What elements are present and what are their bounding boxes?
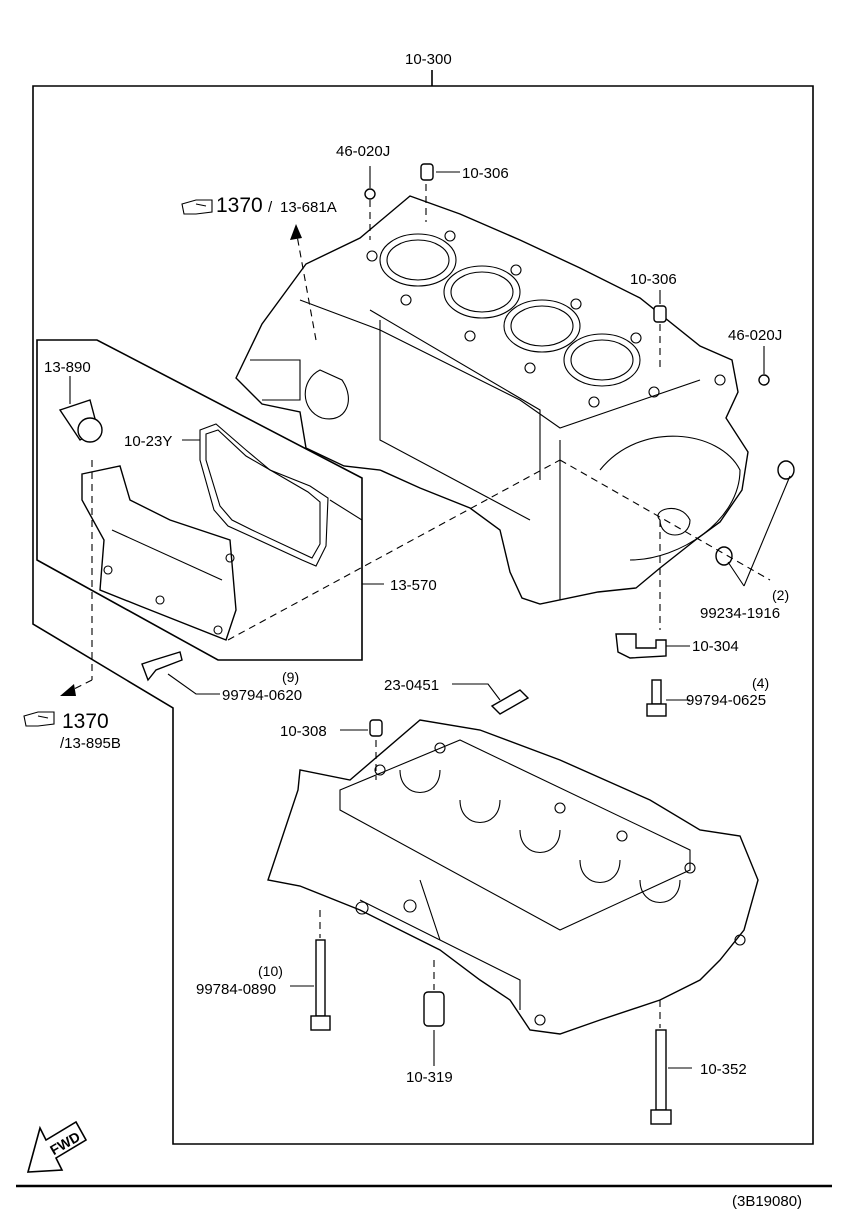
- pcv-hose-part: [58, 399, 103, 443]
- label-stud-bolt: 10-352: [700, 1061, 747, 1078]
- fwd-arrow-icon: [26, 1120, 88, 1173]
- label-ref-sub-b: /13-895B: [60, 735, 121, 752]
- label-pcv-hose: 13-890: [44, 359, 91, 376]
- label-cover-bolt: 99794-0620: [222, 687, 302, 704]
- gasket-10-23Y-part: [199, 423, 329, 567]
- label-plug-lower: 10-319: [406, 1069, 453, 1086]
- label-jet-valve: 10-304: [692, 638, 739, 655]
- label-bushing-qty: (2): [772, 587, 789, 603]
- label-ref-page-b: 1370: [62, 710, 109, 733]
- label-cover-assembly: 13-570: [390, 577, 437, 594]
- upper-cylinder-block: [235, 195, 749, 605]
- label-main-bolt-qty: (10): [258, 963, 283, 979]
- assembly-frame: [32, 70, 814, 1145]
- label-assembly: 10-300: [405, 51, 452, 68]
- pointing-hand-icon: [23, 711, 55, 727]
- leader-lines: [60, 166, 791, 1069]
- pointing-hand-icon: [181, 199, 213, 215]
- label-upper-dowel-b: 10-306: [630, 271, 677, 288]
- small-parts: [141, 163, 795, 1125]
- label-bolt-b-qty: (4): [752, 675, 769, 691]
- label-upper-dowel-a: 10-306: [462, 165, 509, 182]
- label-ref-page-a: 1370: [216, 194, 263, 217]
- label-fwd: FWD: [47, 1128, 83, 1158]
- cover-inset-frame: [36, 339, 363, 661]
- label-bushing: 99234-1916: [700, 605, 780, 622]
- label-bolt-b: 99794-0625: [686, 692, 766, 709]
- cover-13-570-part: [81, 465, 237, 641]
- label-sensor: 23-0451: [384, 677, 439, 694]
- label-gasket: 10-23Y: [124, 433, 172, 450]
- label-ref-sub-a: 13-681A: [280, 199, 337, 216]
- label-upper-block-plug-b: 46-020J: [728, 327, 782, 344]
- label-main-bolt: 99784-0890: [196, 981, 276, 998]
- label-cover-bolt-qty: (9): [282, 669, 299, 685]
- label-lower-dowel: 10-308: [280, 723, 327, 740]
- label-upper-block-plug-a: 46-020J: [336, 143, 390, 160]
- label-slash-a: /: [268, 199, 273, 216]
- label-drawing-code: (3B19080): [732, 1193, 802, 1210]
- lower-block-bedplate: [267, 719, 759, 1035]
